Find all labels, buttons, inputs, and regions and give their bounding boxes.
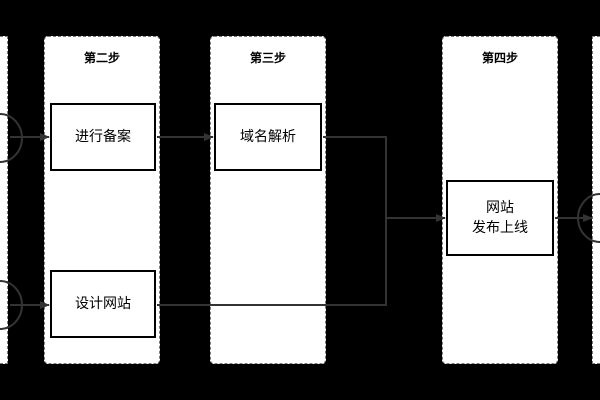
column-step-5-partial bbox=[592, 36, 600, 364]
line-dns-to-merge bbox=[323, 136, 387, 218]
node-publish-label: 网站 发布上线 bbox=[472, 200, 528, 236]
node-design: 设计网站 bbox=[50, 270, 156, 338]
node-dns-label: 域名解析 bbox=[240, 129, 296, 145]
column-step-3: 第三步 bbox=[210, 36, 326, 364]
node-filing: 进行备案 bbox=[50, 103, 156, 171]
column-step-4-title: 第四步 bbox=[481, 51, 518, 65]
column-step-3-title: 第三步 bbox=[249, 51, 286, 65]
node-publish: 网站 发布上线 bbox=[446, 180, 554, 256]
column-step-1-partial bbox=[0, 36, 8, 364]
column-step-2-title: 第二步 bbox=[83, 51, 120, 65]
node-design-label: 设计网站 bbox=[75, 296, 131, 312]
node-filing-label: 进行备案 bbox=[75, 129, 131, 145]
node-dns: 域名解析 bbox=[214, 103, 322, 171]
